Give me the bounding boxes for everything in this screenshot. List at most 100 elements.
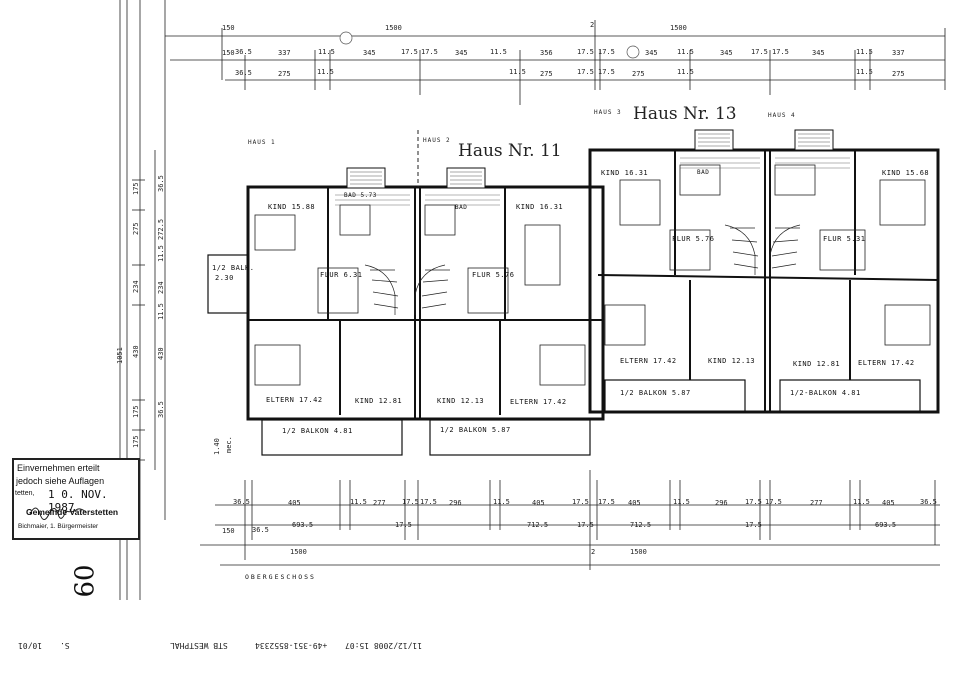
- room-kind-7: KIND 12.13: [708, 357, 756, 365]
- balkon-2: 1/2 BALKON 5.87: [440, 426, 511, 434]
- dim-bot-r1: 17.5: [765, 498, 782, 506]
- room-flur-3: FLUR 5.76: [672, 235, 715, 243]
- room-eltern-3: ELTERN 17.42: [620, 357, 677, 365]
- dim-bot-r1: 17.5: [402, 498, 419, 506]
- dim-top-3: 2: [590, 21, 595, 29]
- balkon-4: 1/2-BALKON 4.81: [790, 389, 861, 397]
- dim-top-2: 1500: [385, 24, 402, 32]
- dim-bot-r1: 296: [715, 499, 728, 507]
- dim-bot-r3: 2: [591, 548, 596, 556]
- dim-top-r2: 356: [540, 49, 553, 57]
- room-kind-1: KIND 15.88: [268, 203, 316, 211]
- dim-left-outer: 1051: [116, 347, 124, 364]
- dim-bot-r1: 277: [810, 499, 823, 507]
- stamp-line-5: Bichmaier, 1. Bürgermeister: [18, 523, 99, 530]
- dim-top-r2: 36.5: [235, 48, 252, 56]
- room-bad-1: BAD 5.73: [344, 192, 377, 199]
- dim-bot-r2: 712.5: [527, 521, 549, 529]
- dim-bot-r2: 17.5: [577, 521, 594, 529]
- stamp-line-1: Einvernehmen erteilt: [17, 463, 100, 473]
- dim-bot-r2: 693.5: [292, 521, 314, 529]
- haus-11-label: Haus Nr. 11: [458, 141, 562, 161]
- fax-sender: STB WESTPHAL: [170, 641, 228, 650]
- dim-top-r3: 36.5: [235, 69, 252, 77]
- dim-top-r2: 345: [363, 49, 376, 57]
- fax-s-label: S.: [60, 641, 70, 650]
- dim-top-r3: 11.5: [856, 68, 873, 76]
- floor-label: OBERGESCHOSS: [245, 573, 316, 581]
- dim-top-r3: 17.5: [577, 68, 594, 76]
- dim-bot-r1: 17.5: [420, 498, 437, 506]
- dim-top-r2: 17.5: [598, 48, 615, 56]
- dim-bot-r2: 17.5: [395, 521, 412, 529]
- haus-4-label: HAUS 4: [768, 112, 796, 119]
- fax-phone: +49-351-8552334: [255, 641, 328, 650]
- dim-bot-r2: 712.5: [630, 521, 652, 529]
- dim-top-r2: 345: [645, 49, 658, 57]
- dim-left-col1: 1.40: [213, 438, 221, 455]
- dim-bot-r1: 36.5: [920, 498, 937, 506]
- dim-bot-r3: 1500: [290, 548, 307, 556]
- haus-3-label: HAUS 3: [594, 109, 622, 116]
- dim-top-r3: 275: [278, 70, 291, 78]
- room-eltern-4: ELTERN 17.42: [858, 359, 915, 367]
- dim-top-r2: 11.5: [677, 48, 694, 56]
- dim-left-col2: 272.5: [157, 218, 165, 240]
- dim-bot-r2: 17.5: [745, 521, 762, 529]
- dim-top-r2: 17.5: [401, 48, 418, 56]
- dim-bot-r1: 36.5: [233, 498, 250, 506]
- balkon-1: 1/2 BALKON 4.81: [282, 427, 353, 435]
- dim-bot-r1: 11.5: [673, 498, 690, 506]
- dim-bot-r1: 11.5: [493, 498, 510, 506]
- dim-top-r2: 345: [455, 49, 468, 57]
- haus-13-label: Haus Nr. 13: [633, 104, 737, 124]
- dim-top-r3: 11.5: [317, 68, 334, 76]
- dim-bot-r2: 150: [222, 527, 235, 535]
- dim-bot-r1: 405: [882, 499, 895, 507]
- dim-left-col1: 234: [132, 280, 140, 293]
- dim-left-col2: 11.5: [157, 303, 165, 320]
- dim-top-r2: 345: [720, 49, 733, 57]
- dim-bot-r1: 296: [449, 499, 462, 507]
- dim-left-col2: 234: [157, 281, 165, 294]
- dim-bot-r1: 17.5: [745, 498, 762, 506]
- dim-bot-r1: 277: [373, 499, 386, 507]
- stamp-date: 1 0. NOV. 1987: [48, 488, 108, 514]
- stamp-line-2: jedoch siehe Auflagen: [16, 476, 105, 486]
- dim-bot-r1: 405: [288, 499, 301, 507]
- room-kind-3: KIND 16.31: [601, 169, 649, 177]
- dim-bot-r1: 11.5: [350, 498, 367, 506]
- mec-label: mec.: [225, 436, 233, 453]
- approval-stamp: Einvernehmen erteilt jedoch siehe Auflag…: [12, 458, 140, 540]
- room-flur-1: FLUR 6.31: [320, 271, 363, 279]
- dim-top-r3: 17.5: [598, 68, 615, 76]
- signature-scribble: [29, 507, 87, 520]
- room-eltern-2: ELTERN 17.42: [510, 398, 567, 406]
- dim-bot-r1: 11.5: [853, 498, 870, 506]
- room-bad-3: BAD: [697, 169, 710, 176]
- room-kind-5: KIND 12.81: [355, 397, 403, 405]
- dim-top-r2: 17.5: [421, 48, 438, 56]
- dim-bot-r2: 36.5: [252, 526, 269, 534]
- dim-top-r2: 345: [812, 49, 825, 57]
- dim-top-r3: 275: [892, 70, 905, 78]
- room-kind-6: KIND 12.13: [437, 397, 485, 405]
- dim-top-r2: 11.5: [490, 48, 507, 56]
- dim-left-col1: 275: [132, 222, 140, 235]
- room-kind-2: KIND 16.31: [516, 203, 564, 211]
- room-eltern-1: ELTERN 17.42: [266, 396, 323, 404]
- dim-top-r2: 17.5: [772, 48, 789, 56]
- dim-top-r2: 17.5: [751, 48, 768, 56]
- dim-top-r3: 11.5: [677, 68, 694, 76]
- dim-left-col1: 175: [132, 182, 140, 195]
- fax-datetime: 11/12/2008 15:07: [345, 641, 423, 650]
- dim-top-1: 150: [222, 24, 235, 32]
- room-flur-2: FLUR 5.76: [472, 271, 515, 279]
- dim-top-r2: 11.5: [318, 48, 335, 56]
- dim-top-r2: 337: [278, 49, 291, 57]
- dim-bot-r1: 17.5: [572, 498, 589, 506]
- dim-top-r2: 337: [892, 49, 905, 57]
- dim-left-col1: 175: [132, 435, 140, 448]
- dim-top-r3: 275: [632, 70, 645, 78]
